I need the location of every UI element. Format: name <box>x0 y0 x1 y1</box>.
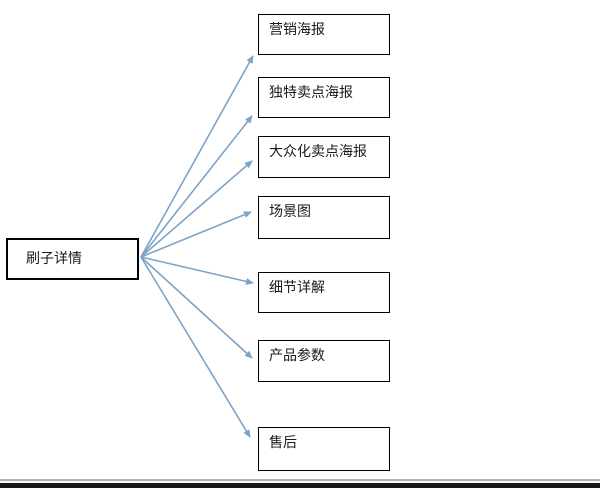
connector-arrow <box>140 256 253 359</box>
node-label: 售后 <box>269 435 297 451</box>
bottom-divider-line <box>0 479 600 481</box>
connector-arrow <box>140 256 251 438</box>
node-label: 细节详解 <box>269 280 325 296</box>
connector-arrow <box>140 160 253 258</box>
node-unique-selling-point-poster[interactable]: 独特卖点海报 <box>258 77 390 118</box>
connector-arrow <box>140 115 253 258</box>
node-scene-image[interactable]: 场景图 <box>258 196 390 239</box>
node-after-sales[interactable]: 售后 <box>258 427 390 471</box>
node-marketing-poster[interactable]: 营销海报 <box>258 14 390 55</box>
node-root[interactable]: 刷子详情 <box>6 238 139 280</box>
connector-arrow <box>140 256 254 285</box>
node-detail-explanation[interactable]: 细节详解 <box>258 272 390 313</box>
node-root-label: 刷子详情 <box>26 250 82 267</box>
connector-arrow <box>140 211 252 258</box>
bottom-window-edge <box>0 483 600 488</box>
node-label: 场景图 <box>269 204 311 220</box>
node-product-parameters[interactable]: 产品参数 <box>258 340 390 382</box>
node-label: 产品参数 <box>269 348 325 364</box>
connector-arrow <box>140 55 254 258</box>
node-label: 大众化卖点海报 <box>269 144 367 160</box>
node-mass-selling-point-poster[interactable]: 大众化卖点海报 <box>258 136 390 178</box>
node-label: 独特卖点海报 <box>269 85 353 101</box>
node-label: 营销海报 <box>269 22 325 38</box>
